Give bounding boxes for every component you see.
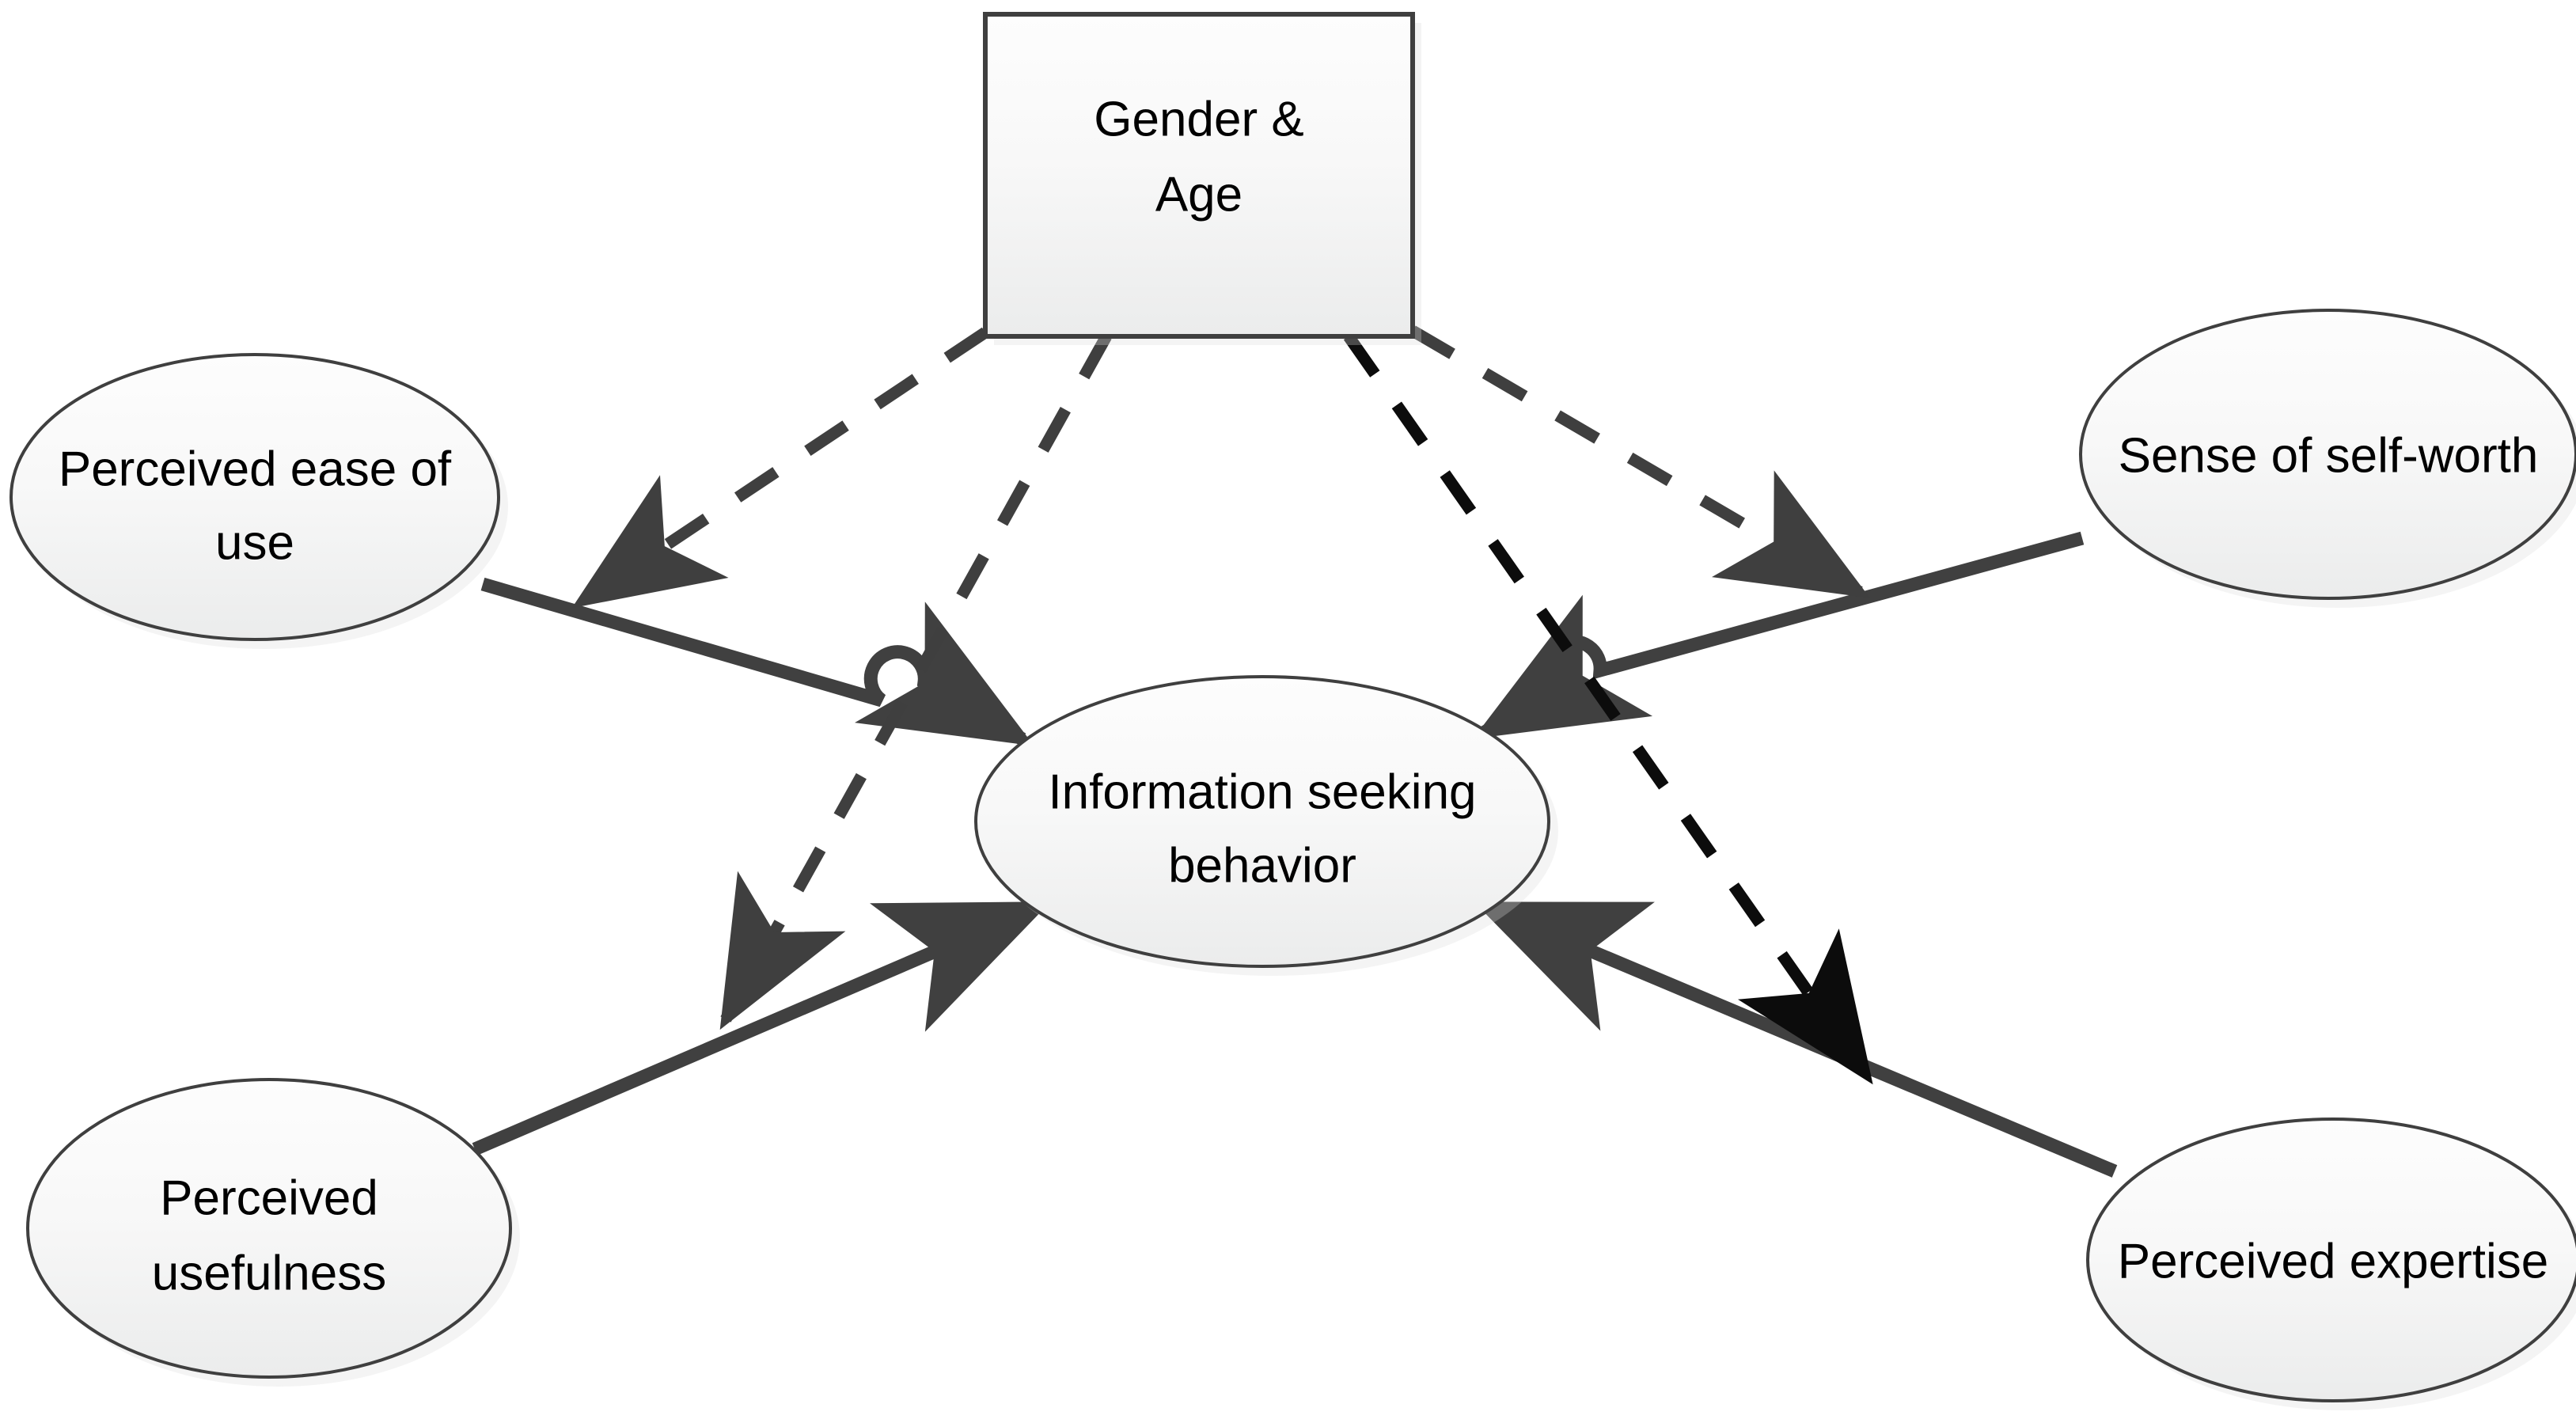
node-information-seeking-behavior-label-line-1: Information seeking bbox=[1048, 765, 1476, 819]
node-perceived-ease-of-use[interactable]: Perceived ease of use bbox=[9, 353, 508, 649]
edge-expertise-to-behavior bbox=[1474, 901, 2118, 1178]
node-information-seeking-behavior[interactable]: Information seeking behavior bbox=[974, 675, 1558, 976]
node-perceived-usefulness-shape bbox=[26, 1078, 512, 1379]
node-perceived-usefulness-label-line-1: Perceived bbox=[160, 1171, 378, 1225]
node-sense-of-self-worth-label: Sense of self-worth bbox=[2119, 428, 2539, 483]
node-information-seeking-behavior-shape bbox=[974, 675, 1550, 968]
node-gender-age-label-line-2: Age bbox=[1155, 167, 1242, 222]
edge-ease-of-use-to-behavior bbox=[480, 577, 1034, 746]
node-perceived-expertise[interactable]: Perceived expertise bbox=[2086, 1118, 2576, 1410]
node-perceived-ease-of-use-shape bbox=[9, 353, 500, 641]
node-perceived-ease-of-use-label-line-2: use bbox=[215, 515, 294, 570]
node-sense-of-self-worth[interactable]: Sense of self-worth bbox=[2079, 309, 2576, 608]
edge-gender-age-moderates-expertise-path bbox=[1343, 332, 1873, 1085]
node-gender-age[interactable]: Gender & Age bbox=[983, 12, 1421, 345]
node-perceived-expertise-label: Perceived expertise bbox=[2118, 1234, 2549, 1288]
edge-self-worth-to-behavior bbox=[1473, 531, 2085, 739]
node-gender-age-label-line-1: Gender & bbox=[1094, 92, 1303, 146]
edge-gender-age-moderates-self-worth-path bbox=[1409, 325, 1870, 598]
node-perceived-ease-of-use-label-line-1: Perceived ease of bbox=[59, 442, 452, 496]
node-perceived-usefulness-label-line-2: usefulness bbox=[152, 1246, 386, 1300]
node-gender-age-shape bbox=[983, 12, 1415, 339]
node-information-seeking-behavior-label-line-2: behavior bbox=[1168, 838, 1356, 893]
node-perceived-expertise-shape bbox=[2086, 1118, 2576, 1402]
edge-layer-dashed bbox=[571, 325, 1873, 1085]
edge-gender-age-moderates-ease-of-use-path bbox=[571, 327, 989, 609]
node-perceived-usefulness[interactable]: Perceived usefulness bbox=[26, 1078, 520, 1387]
node-sense-of-self-worth-shape bbox=[2079, 309, 2576, 600]
edge-usefulness-to-behavior bbox=[472, 901, 1051, 1155]
